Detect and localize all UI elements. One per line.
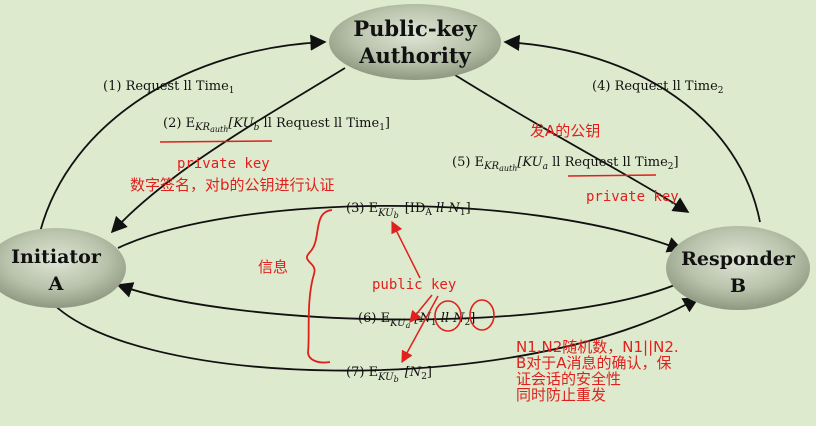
responder-line1: Responder	[681, 248, 796, 270]
annotation-note-2: B对于A消息的确认，保	[516, 354, 672, 372]
underline-m2	[159, 140, 273, 143]
arrow-m7	[45, 295, 700, 372]
label-m4: (4) Request ll Time2	[592, 79, 724, 96]
arrow-m4	[503, 34, 761, 223]
authority-line1: Public-key	[353, 16, 477, 41]
annotation-send-a-key: 发A的公钥	[530, 122, 600, 140]
responder-line2: B	[730, 275, 746, 297]
label-m5: (5) EKRauth[KUa ll Request ll Time2]	[452, 155, 679, 173]
label-m3: (3) EKUb[IDA ll N1]	[346, 201, 471, 220]
annotation-info: 信息	[258, 258, 288, 276]
annotation-private-key-1: private key	[177, 156, 270, 172]
annotation-note-4: 同时防止重发	[516, 386, 606, 404]
red-arrow-to-m3	[391, 220, 421, 279]
annotations: 发A的公钥 private key 数字签名，对b的公钥进行认证 private…	[130, 122, 679, 404]
brace	[306, 209, 333, 364]
underline-m5	[567, 174, 657, 177]
node-responder: Responder B	[666, 226, 810, 310]
authority-line2: Authority	[358, 43, 471, 68]
node-initiator: Initiator A	[0, 228, 126, 308]
annotation-private-key-2: private key	[586, 189, 679, 205]
annotation-note-1: N1,N2随机数，N1||N2.	[516, 338, 679, 356]
annotation-digital-signature: 数字签名，对b的公钥进行认证	[130, 176, 335, 194]
arrow-m1	[39, 34, 327, 233]
circle-n2	[469, 299, 495, 331]
arrow-m3	[117, 204, 684, 253]
node-authority: Public-key Authority	[329, 4, 501, 80]
initiator-line1: Initiator	[11, 246, 102, 268]
initiator-line2: A	[48, 273, 64, 295]
label-m2: (2) EKRauth[KUb ll Request ll Time1]	[163, 116, 390, 134]
arrow-m2	[110, 67, 346, 234]
label-m1: (1) Request ll Time1	[103, 79, 235, 96]
circle-n1	[434, 300, 462, 332]
arrow-m6	[116, 281, 683, 321]
annotation-note-3: 证会话的安全性	[516, 370, 621, 388]
annotation-public-key: public key	[372, 277, 456, 293]
red-arrow-to-m7	[401, 295, 439, 364]
arrow-m5	[454, 74, 690, 213]
protocol-arrows	[39, 34, 761, 372]
red-arrow-to-m6	[409, 294, 433, 323]
label-m7: (7) EKUb[N2]	[346, 365, 432, 384]
